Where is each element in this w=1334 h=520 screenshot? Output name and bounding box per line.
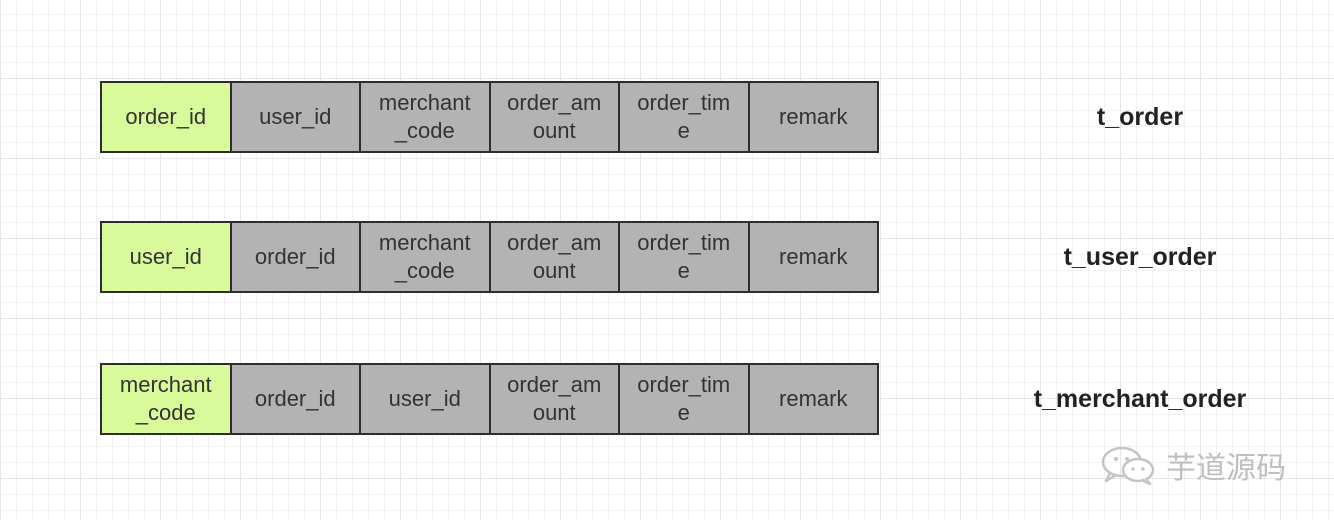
- table-row-t-user-order: user_id order_id merchant_code order_amo…: [100, 221, 879, 293]
- table-name-label: t_merchant_order: [1033, 385, 1247, 413]
- shard-key-cell: user_id: [102, 223, 230, 291]
- column-cell: order_time: [618, 365, 748, 433]
- column-cell: merchant_code: [359, 223, 489, 291]
- shard-key-cell: merchant_code: [102, 365, 230, 433]
- shard-key-cell: order_id: [102, 83, 230, 151]
- watermark: 芋道源码: [1100, 443, 1286, 487]
- table-row-t-merchant-order: merchant_code order_id user_id order_amo…: [100, 363, 879, 435]
- column-cell: order_id: [229, 223, 359, 291]
- column-cell: order_amount: [488, 365, 618, 433]
- column-cell: order_id: [229, 365, 359, 433]
- column-cell: user_id: [359, 365, 489, 433]
- column-cell: merchant_code: [359, 83, 489, 151]
- column-cell: user_id: [229, 83, 359, 151]
- column-cell: remark: [747, 83, 877, 151]
- column-cell: order_time: [618, 83, 748, 151]
- table-name-label: t_order: [1096, 103, 1184, 131]
- column-cell: remark: [747, 365, 877, 433]
- table-row-t-order: order_id user_id merchant_code order_amo…: [100, 81, 879, 153]
- table-name-label: t_user_order: [1063, 243, 1217, 271]
- column-cell: order_amount: [488, 223, 618, 291]
- watermark-text: 芋道源码: [1166, 451, 1286, 486]
- column-cell: order_amount: [488, 83, 618, 151]
- wechat-icon: [1100, 445, 1158, 485]
- column-cell: order_time: [618, 223, 748, 291]
- column-cell: remark: [747, 223, 877, 291]
